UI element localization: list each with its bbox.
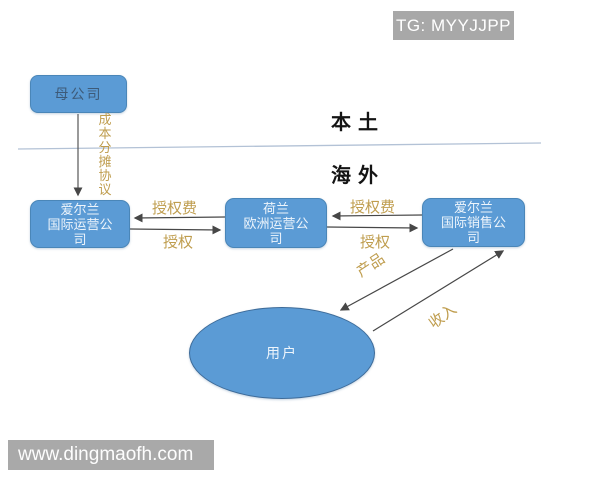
node-label-line: 司 <box>73 231 87 247</box>
node-parent-company-label: 母公司 <box>54 85 103 102</box>
arrow-license-left <box>129 225 222 235</box>
node-label-line: 司 <box>269 230 283 246</box>
node-parent-company: 母公司 <box>30 75 127 113</box>
arrow-license-right <box>326 223 419 233</box>
tg-contact-badge: TG: MYYJJPP <box>393 11 514 40</box>
edge-label-license-fee-right: 授权费 <box>350 199 396 216</box>
arrow-revenue <box>372 250 505 332</box>
arrow-product <box>339 248 454 311</box>
node-users-label: 用户 <box>266 344 298 361</box>
edge-label-license-right: 授权 <box>360 234 391 251</box>
node-label-line: 欧洲运营公 <box>243 215 309 231</box>
edge-label-license-fee-left: 授权费 <box>152 200 198 217</box>
node-label-line: 国际运营公 <box>47 216 113 232</box>
node-netherlands-europe-operating-company: 荷兰 欧洲运营公 司 <box>225 198 327 248</box>
edge-label-cost-sharing-agreement: 成本分摊协议 <box>98 112 112 197</box>
node-users-ellipse: 用户 <box>189 307 375 399</box>
node-label-line: 爱尔兰 <box>60 201 100 217</box>
domestic-overseas-divider-line <box>17 142 542 150</box>
node-label-line: 国际销售公 <box>440 215 506 230</box>
region-label-domestic: 本土 <box>331 112 385 134</box>
watermark-url: www.dingmaofh.com <box>8 440 214 470</box>
edge-label-license-left: 授权 <box>163 234 194 251</box>
arrow-license-fee-right <box>331 211 423 221</box>
region-label-overseas: 海外 <box>331 165 385 187</box>
node-label-line: 司 <box>466 230 480 245</box>
node-label-line: 荷兰 <box>262 200 289 216</box>
node-ireland-international-sales-company: 爱尔兰 国际销售公 司 <box>422 198 525 247</box>
node-label-line: 爱尔兰 <box>453 200 493 215</box>
arrow-license-fee-left <box>133 213 226 223</box>
node-ireland-international-operating-company: 爱尔兰 国际运营公 司 <box>30 200 130 248</box>
